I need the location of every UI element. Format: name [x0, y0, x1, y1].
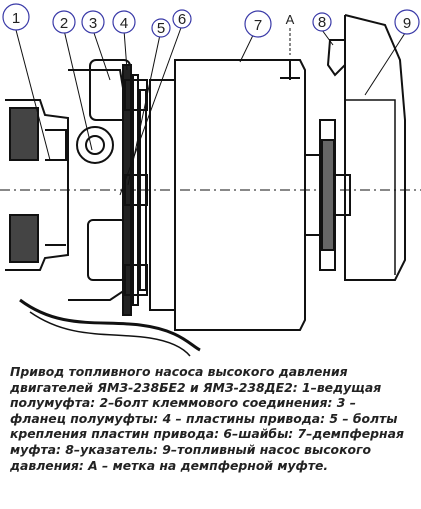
callout-1-label: 1 [12, 10, 20, 27]
callout-2-label: 2 [60, 15, 68, 32]
callout-3: 3 [81, 10, 105, 34]
callout-7: 7 [244, 10, 272, 38]
callout-2: 2 [52, 10, 76, 34]
mark-a-label: А [286, 12, 295, 27]
fuel-pump-drive-diagram: 1 2 3 4 5 6 7 А 8 9 [0, 3, 421, 357]
callout-5-label: 5 [157, 20, 165, 37]
callout-4-label: 4 [120, 15, 128, 32]
callout-4: 4 [112, 10, 136, 34]
callout-8-label: 8 [318, 14, 326, 31]
mark-a: А [286, 12, 295, 27]
callout-3-label: 3 [89, 15, 97, 32]
callout-6-label: 6 [178, 11, 186, 28]
drawing-lines [0, 14, 421, 357]
callout-8: 8 [312, 12, 332, 32]
callout-6: 6 [172, 9, 192, 29]
leader-lines [15, 24, 408, 196]
callout-9: 9 [394, 9, 420, 35]
callout-7-label: 7 [254, 17, 262, 34]
callout-9-label: 9 [403, 15, 411, 32]
callout-5: 5 [151, 18, 171, 38]
callout-1: 1 [2, 3, 30, 31]
figure-caption: Привод топливного насоса высокого давлен… [10, 364, 404, 473]
